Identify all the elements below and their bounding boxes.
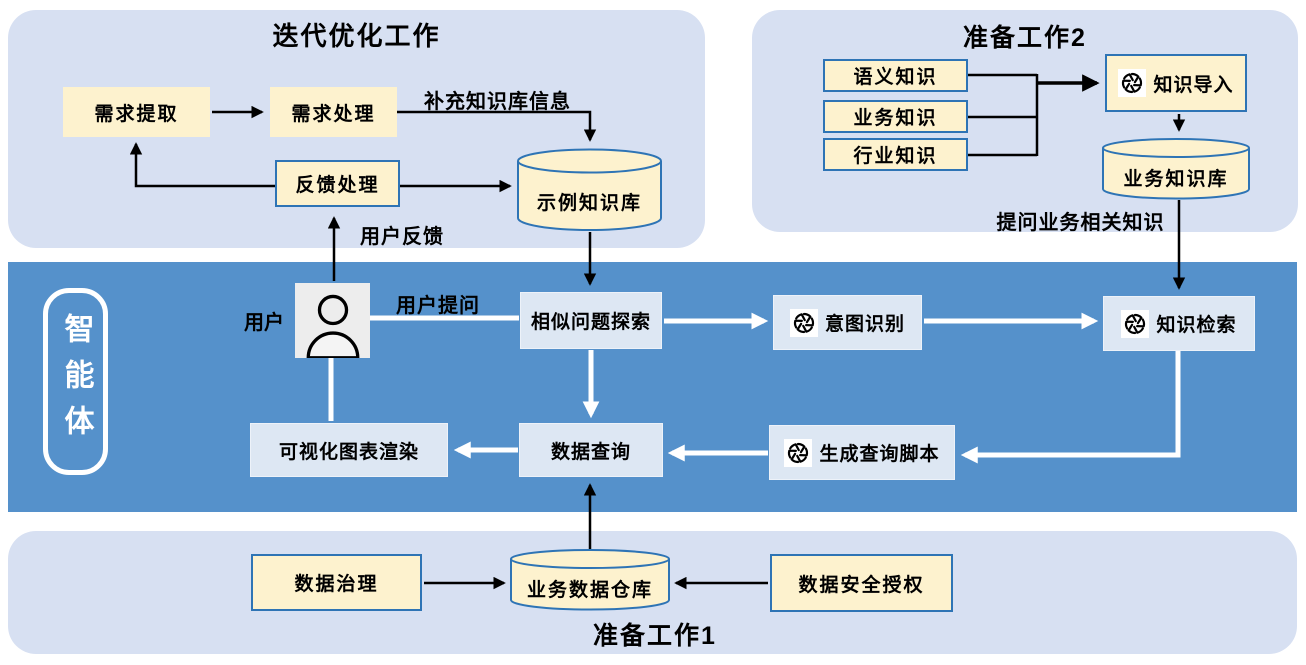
node-label: 数据治理 (294, 574, 379, 595)
database-cylinder-icon (510, 549, 670, 611)
node-label: 数据安全授权 (798, 574, 925, 596)
node-label: 可视化图表渲染 (278, 441, 419, 463)
node-label: 语义知识 (853, 67, 938, 88)
node-requirement-process: 需求处理 (270, 87, 397, 137)
user-label: 用户 (244, 312, 284, 334)
title-preparation-2: 准备工作2 (963, 24, 1087, 52)
database-cylinder-icon (1102, 138, 1250, 200)
business-kb-cylinder: 业务知识库 (1101, 138, 1251, 200)
example-kb-cylinder: 示例知识库 (516, 148, 663, 232)
edge-label-user-question: 用户提问 (396, 295, 480, 317)
cylinder-label: 业务知识库 (1123, 169, 1229, 190)
cylinder-label: 业务数据仓库 (526, 580, 653, 601)
edge-label-ask-business-knowledge: 提问业务相关知识 (996, 212, 1165, 234)
node-data-query: 数据查询 (519, 423, 663, 477)
user-avatar (295, 283, 370, 358)
node-data-governance: 数据治理 (251, 554, 422, 611)
data-warehouse-cylinder: 业务数据仓库 (509, 549, 671, 611)
cylinder-label: 示例知识库 (536, 193, 642, 214)
agent-label: 智能体 (59, 312, 93, 451)
node-data-security-auth: 数据安全授权 (770, 554, 953, 612)
node-feedback-process: 反馈处理 (275, 160, 400, 207)
edge-label-user-feedback: 用户反馈 (360, 226, 444, 248)
edge-label-supplement-kb-info: 补充知识库信息 (424, 91, 571, 113)
title-preparation-1: 准备工作1 (593, 622, 717, 650)
node-label: 相似问题探索 (530, 312, 651, 333)
node-knowledge-retrieval: 知识检索 (1103, 296, 1255, 351)
node-label: 生成查询脚本 (819, 444, 940, 465)
openai-logo-icon (784, 438, 813, 467)
person-icon (306, 294, 359, 358)
node-industry-knowledge: 行业知识 (823, 138, 968, 171)
node-label: 知识检索 (1156, 315, 1237, 336)
database-cylinder-icon (517, 148, 662, 231)
node-label: 需求处理 (291, 103, 376, 125)
node-requirement-extract: 需求提取 (63, 87, 210, 137)
openai-logo-icon (1118, 69, 1147, 97)
title-iterative-optimization: 迭代优化工作 (272, 21, 441, 51)
node-business-knowledge: 业务知识 (823, 100, 968, 133)
node-knowledge-import: 知识导入 (1105, 54, 1247, 112)
agent-badge: 智能体 (43, 288, 108, 475)
node-label: 反馈处理 (295, 175, 380, 196)
node-label: 知识导入 (1153, 74, 1234, 96)
node-label: 业务知识 (853, 108, 938, 129)
node-generate-query-script: 生成查询脚本 (769, 425, 955, 480)
node-label: 数据查询 (550, 441, 631, 463)
node-semantic-knowledge: 语义知识 (823, 59, 968, 92)
node-label: 需求提取 (94, 103, 179, 125)
node-visualization-render: 可视化图表渲染 (250, 423, 448, 477)
node-similar-question-explore: 相似问题探索 (520, 292, 662, 349)
node-intent-recognition: 意图识别 (773, 295, 922, 350)
openai-logo-icon (789, 308, 818, 337)
node-label: 行业知识 (853, 146, 938, 167)
openai-logo-icon (1121, 309, 1150, 338)
node-label: 意图识别 (824, 314, 905, 335)
